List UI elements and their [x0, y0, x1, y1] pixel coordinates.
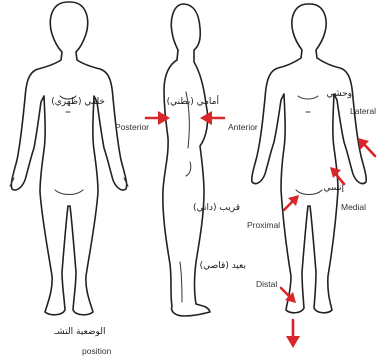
lateral-label-arabic: وحشي — [327, 89, 352, 99]
anatomical-position-label-english: position — [82, 346, 112, 356]
distal-arrow-lower — [286, 320, 300, 348]
proximal-label-arabic: قريب (داني) — [193, 203, 240, 213]
lateral-label-english: Lateral — [350, 106, 376, 116]
proximal-label-english: Proximal — [247, 220, 280, 230]
distal-label-arabic: بعيد (قاصي) — [200, 261, 246, 271]
medial-label-arabic: إنسي — [323, 183, 344, 193]
figure-front-view — [252, 4, 366, 313]
medial-label-english: Medial — [341, 202, 366, 212]
posterior-label-english: Posterior — [115, 122, 149, 132]
posterior-label-arabic: خلفي (ظهري) — [51, 97, 105, 107]
figure-anatomical-position — [10, 2, 128, 315]
anterior-label-english: Anterior — [228, 122, 258, 132]
anatomical-position-label-arabic: الوضعية التشـ — [54, 327, 106, 337]
anterior-label-arabic: أمامي (بطني) — [167, 95, 219, 107]
distal-label-english: Distal — [256, 279, 277, 289]
